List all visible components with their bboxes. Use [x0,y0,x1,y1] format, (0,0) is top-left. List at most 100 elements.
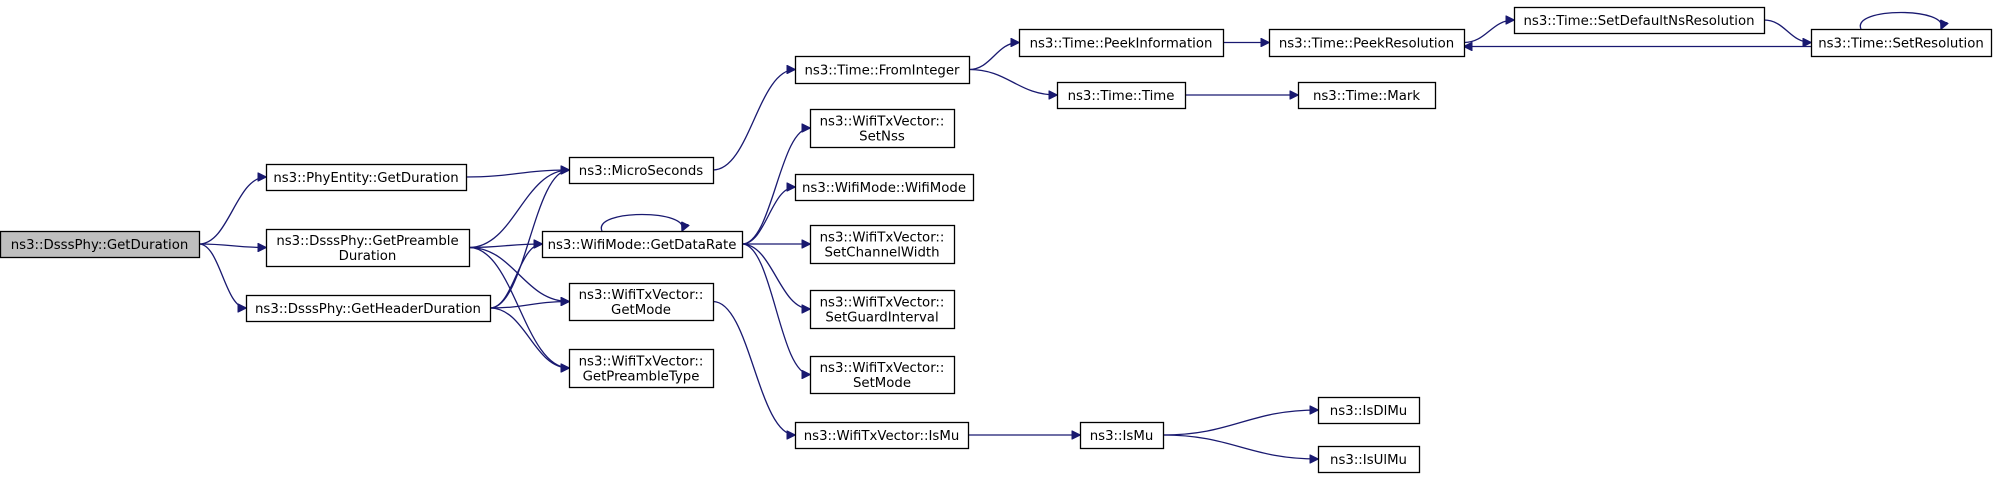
node-time-peekinformation[interactable]: ns3::Time::PeekInformation [1018,28,1225,58]
node-box [0,230,201,259]
edges-layer [198,11,1942,460]
node-wifitxvector-setnss[interactable]: ns3::WifiTxVector::SetNss [809,108,956,149]
node-box [1317,396,1421,425]
node-box [265,163,468,192]
edge-line [489,307,569,368]
node-box [794,55,971,85]
node-label: ns3::Time::SetResolution [1818,37,1984,52]
node-box [245,294,492,323]
edge-line [741,128,810,245]
node-box [1513,6,1766,35]
edge-wifimode-getdatarate-to-wifitxvector-setguardinterval [741,243,810,309]
node-box [809,224,956,265]
node-label: ns3::Time::Time [1068,89,1175,104]
node-wifimode-getdatarate[interactable]: ns3::WifiMode::GetDataRate [541,230,744,259]
node-wifitxvector-setchannelwidth[interactable]: ns3::WifiTxVector::SetChannelWidth [809,224,956,265]
node-box [541,230,744,259]
node-isulmu[interactable]: ns3::IsUlMu [1317,445,1421,474]
node-label: ns3::WifiTxVector:: [820,115,945,130]
node-label: ns3::WifiMode::WifiMode [802,181,966,196]
edge-dsss-getpreambleduration-to-microseconds [468,170,569,249]
edge-line [712,300,795,436]
node-wifitxvector-setguardinterval[interactable]: ns3::WifiTxVector::SetGuardInterval [809,289,956,330]
edge-line [741,187,795,245]
node-label: ns3::WifiTxVector:: [820,231,945,246]
edge-time-peekresolution-to-time-setdefaultnsresolution [1463,20,1514,44]
nodes-layer: ns3::DsssPhy::GetDuration ns3::PhyEntity:… [0,6,1993,474]
node-wifitxvector-getpreambletype[interactable]: ns3::WifiTxVector::GetPreambleType [568,348,715,389]
node-box [1018,28,1225,58]
edge-line [741,243,810,375]
edge-line [1463,20,1514,44]
node-isdlmu[interactable]: ns3::IsDlMu [1317,396,1421,425]
node-label: ns3::MicroSeconds [579,164,703,179]
node-label: SetGuardInterval [825,311,938,326]
node-label: ns3::Time::PeekInformation [1030,37,1213,52]
node-wifitxvector-getmode[interactable]: ns3::WifiTxVector::GetMode [568,282,715,322]
node-label: ns3::WifiTxVector:: [820,296,945,311]
edge-dsss-getduration-to-dsss-getheaderduration [198,243,246,308]
edge-dsss-getduration-to-dsss-getpreambleduration [198,244,266,248]
edge-microseconds-to-time-frominteger [712,70,795,171]
node-label: SetChannelWidth [824,246,939,261]
node-time-setdefaultnsresolution[interactable]: ns3::Time::SetDefaultNsResolution [1513,6,1766,35]
edge-time-frominteger-to-time-time [968,68,1057,96]
node-label: ns3::IsUlMu [1330,453,1407,468]
node-box [1056,81,1187,110]
edge-wifimode-getdatarate-to-wifimode-getdatarate [600,213,682,232]
node-box [265,228,471,268]
node-microseconds[interactable]: ns3::MicroSeconds [568,156,715,185]
node-label: Duration [339,249,397,264]
node-box [794,173,975,202]
node-time-time[interactable]: ns3::Time::Time [1056,81,1187,110]
node-time-frominteger[interactable]: ns3::Time::FromInteger [794,55,971,85]
node-box [1317,445,1421,474]
node-ismu[interactable]: ns3::IsMu [1079,421,1165,450]
node-label: ns3::DsssPhy::GetPreamble [276,234,458,249]
edge-line [968,43,1019,71]
edge-wifitxvector-getmode-to-wifitxvector-ismu [712,300,795,436]
edge-ismu-to-isdlmu [1162,410,1318,436]
edge-line [1162,410,1318,436]
edge-line [968,68,1057,96]
node-time-mark[interactable]: ns3::Time::Mark [1297,81,1437,110]
edge-line [489,244,542,309]
node-label: ns3::WifiTxVector:: [579,355,704,370]
node-label: ns3::Time::Mark [1313,89,1420,104]
node-wifimode-wifimode[interactable]: ns3::WifiMode::WifiMode [794,173,975,202]
node-label: SetNss [859,130,905,145]
edge-time-setresolution-to-time-setresolution [1859,11,1941,30]
node-dsss-getheaderduration[interactable]: ns3::DsssPhy::GetHeaderDuration [245,294,492,323]
edge-dsss-getpreambleduration-to-wifitxvector-getpreambletype [468,246,569,369]
node-wifitxvector-ismu[interactable]: ns3::WifiTxVector::IsMu [794,421,970,450]
edge-time-setdefaultnsresolution-to-time-setresolution [1763,19,1811,43]
node-wifitxvector-setmode[interactable]: ns3::WifiTxVector::SetMode [809,355,956,395]
edge-dsss-getheaderduration-to-wifitxvector-getpreambletype [489,307,569,368]
edge-line [1162,434,1318,459]
node-time-peekresolution[interactable]: ns3::Time::PeekResolution [1268,28,1466,58]
edge-line [198,177,266,245]
node-box [1810,28,1993,58]
node-box [1297,81,1437,110]
edge-line [712,70,795,171]
edge-wifimode-getdatarate-to-wifitxvector-setmode [741,243,810,375]
node-label: ns3::IsDlMu [1330,404,1407,419]
edge-line [600,213,682,232]
edge-line [198,243,246,308]
node-phyentity-getduration[interactable]: ns3::PhyEntity::GetDuration [265,163,468,192]
edge-wifimode-getdatarate-to-wifimode-wifimode [741,187,795,245]
node-dsss-getduration[interactable]: ns3::DsssPhy::GetDuration [0,230,201,259]
edge-line [468,170,569,249]
node-label: ns3::Time::PeekResolution [1279,37,1454,52]
node-box [1079,421,1165,450]
node-box [794,421,970,450]
edge-time-frominteger-to-time-peekinformation [968,43,1019,71]
node-box [809,289,956,330]
node-label: GetMode [611,303,671,318]
edge-dsss-getheaderduration-to-wifimode-getdatarate [489,244,542,309]
node-time-setresolution[interactable]: ns3::Time::SetResolution [1810,28,1993,58]
node-label: ns3::DsssPhy::GetHeaderDuration [255,302,481,317]
edge-line [198,244,266,248]
